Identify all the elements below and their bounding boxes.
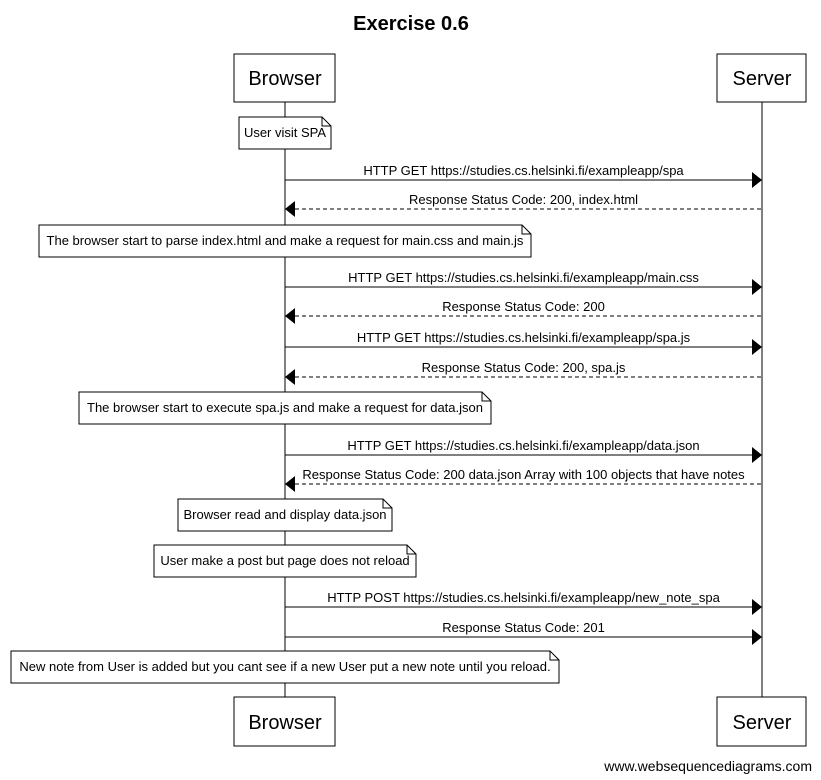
message-arrow: HTTP POST https://studies.cs.helsinki.fi… [285, 590, 762, 615]
note-text: The browser start to parse index.html an… [47, 233, 524, 248]
server-actor-bottom: Server [716, 696, 807, 747]
message-label: Response Status Code: 201 [442, 620, 605, 635]
server-actor-label: Server [733, 68, 792, 90]
message-arrow: Response Status Code: 200, index.html [285, 192, 762, 217]
note-fold [549, 651, 559, 661]
message-label: Response Status Code: 200, index.html [409, 192, 638, 207]
browser-actor-bottom: Browser [233, 696, 336, 747]
browser-actor-top: Browser [233, 53, 336, 103]
message-arrow: Response Status Code: 200 data.json Arra… [285, 467, 762, 492]
message-label: HTTP GET https://studies.cs.helsinki.fi/… [347, 438, 699, 453]
arrowhead [752, 339, 762, 355]
message-arrow: HTTP GET https://studies.cs.helsinki.fi/… [285, 270, 762, 295]
message-label: Response Status Code: 200 data.json Arra… [302, 467, 745, 482]
note-box: User make a post but page does not reloa… [153, 544, 417, 578]
message-arrow: Response Status Code: 201 [285, 620, 762, 645]
browser-actor-label: Browser [248, 68, 322, 90]
note-text: User make a post but page does not reloa… [160, 553, 409, 568]
note-shape [38, 224, 532, 258]
arrowhead [285, 476, 295, 492]
message-arrow: HTTP GET https://studies.cs.helsinki.fi/… [285, 438, 762, 463]
note-shape [177, 498, 393, 532]
note-box: Browser read and display data.json [177, 498, 393, 532]
note-box: The browser start to parse index.html an… [38, 224, 532, 258]
message-label: Response Status Code: 200 [442, 299, 605, 314]
message-arrow: HTTP GET https://studies.cs.helsinki.fi/… [285, 330, 762, 355]
arrowhead [285, 201, 295, 217]
browser-actor-label: Browser [248, 712, 322, 734]
note-fold [321, 117, 331, 127]
message-label: Response Status Code: 200, spa.js [422, 360, 626, 375]
note-shape [10, 650, 560, 684]
note-shape [153, 544, 417, 578]
note-text: The browser start to execute spa.js and … [87, 400, 483, 415]
server-actor-top: Server [716, 53, 807, 103]
diagram-title: Exercise 0.6 [353, 13, 469, 35]
note-shape [238, 116, 332, 150]
note-fold [406, 545, 416, 555]
message-label: HTTP GET https://studies.cs.helsinki.fi/… [357, 330, 691, 345]
note-shape [78, 391, 492, 425]
note-box: User visit SPA [238, 116, 332, 150]
arrowhead [752, 279, 762, 295]
message-arrow: Response Status Code: 200, spa.js [285, 360, 762, 385]
arrowhead [285, 308, 295, 324]
arrowhead [752, 172, 762, 188]
diagram-steps: User visit SPA HTTP GET https://studies.c… [10, 116, 762, 684]
server-actor-label: Server [733, 712, 792, 734]
note-box: The browser start to execute spa.js and … [78, 391, 492, 425]
note-text: New note from User is added but you cant… [19, 659, 550, 674]
message-arrow: HTTP GET https://studies.cs.helsinki.fi/… [285, 163, 762, 188]
message-label: HTTP POST https://studies.cs.helsinki.fi… [327, 590, 720, 605]
note-box: New note from User is added but you cant… [10, 650, 560, 684]
message-arrow: Response Status Code: 200 [285, 299, 762, 324]
arrowhead [752, 447, 762, 463]
arrowhead [752, 599, 762, 615]
arrowhead [752, 629, 762, 645]
note-fold [382, 499, 392, 509]
footer-credit: www.websequencediagrams.com [603, 758, 812, 774]
note-text: Browser read and display data.json [183, 507, 386, 522]
note-fold [481, 392, 491, 402]
message-label: HTTP GET https://studies.cs.helsinki.fi/… [348, 270, 699, 285]
note-fold [521, 225, 531, 235]
message-label: HTTP GET https://studies.cs.helsinki.fi/… [363, 163, 684, 178]
note-text: User visit SPA [244, 125, 326, 140]
arrowhead [285, 369, 295, 385]
